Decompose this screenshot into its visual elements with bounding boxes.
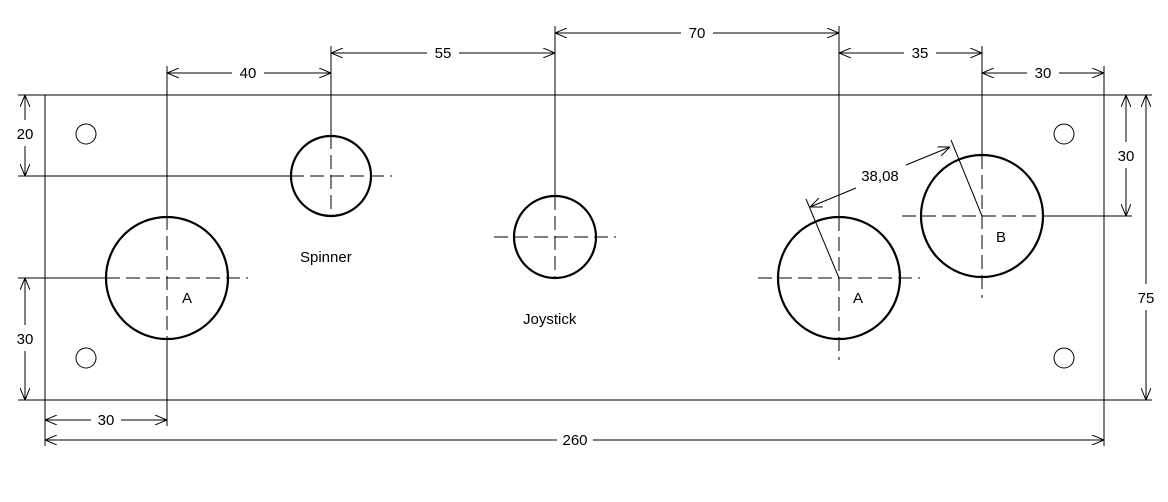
- svg-text:30: 30: [98, 412, 115, 429]
- svg-text:35: 35: [912, 45, 929, 62]
- svg-text:260: 260: [562, 432, 587, 449]
- svg-text:30: 30: [17, 331, 34, 348]
- svg-text:20: 20: [17, 126, 34, 143]
- dimension-30-right: 30: [1118, 95, 1135, 216]
- dimension-35: 35: [839, 45, 982, 62]
- dimension-30-top: 30: [982, 65, 1104, 82]
- mounting-hole: [75, 347, 97, 369]
- dimension-70: 70: [555, 25, 839, 42]
- svg-text:55: 55: [435, 45, 452, 62]
- dimension-40: 40: [167, 65, 331, 82]
- hole-b-label: B: [996, 229, 1006, 246]
- button-hole-a-left: [104, 215, 230, 341]
- button-hole-b: [919, 153, 1045, 279]
- plate-outline: [18, 66, 1152, 446]
- mounting-hole: [1053, 123, 1075, 145]
- svg-text:75: 75: [1138, 290, 1155, 307]
- joystick-label: Joystick: [523, 311, 577, 328]
- svg-text:38,08: 38,08: [861, 168, 899, 185]
- dimension-30-left: 30: [17, 278, 34, 400]
- mounting-hole: [1053, 347, 1075, 369]
- button-hole-a-right: [776, 215, 902, 341]
- dimension-38-08: 38,08: [810, 147, 950, 207]
- dimension-55: 55: [331, 45, 555, 62]
- dimension-20-left: 20: [17, 95, 34, 176]
- spinner-hole: [289, 134, 373, 218]
- dimension-75: 75: [1138, 95, 1155, 400]
- svg-text:30: 30: [1118, 148, 1135, 165]
- hole-a-left-label: A: [182, 290, 192, 307]
- spinner-label: Spinner: [300, 249, 352, 266]
- svg-text:70: 70: [689, 25, 706, 42]
- svg-text:40: 40: [240, 65, 257, 82]
- joystick-hole: [512, 194, 598, 280]
- svg-text:30: 30: [1035, 65, 1052, 82]
- extension-lines: [18, 26, 1132, 426]
- dimension-30-bottom: 30: [45, 412, 167, 429]
- mounting-hole: [75, 123, 97, 145]
- hole-a-right-label: A: [853, 290, 863, 307]
- dimension-260: 260: [45, 432, 1104, 449]
